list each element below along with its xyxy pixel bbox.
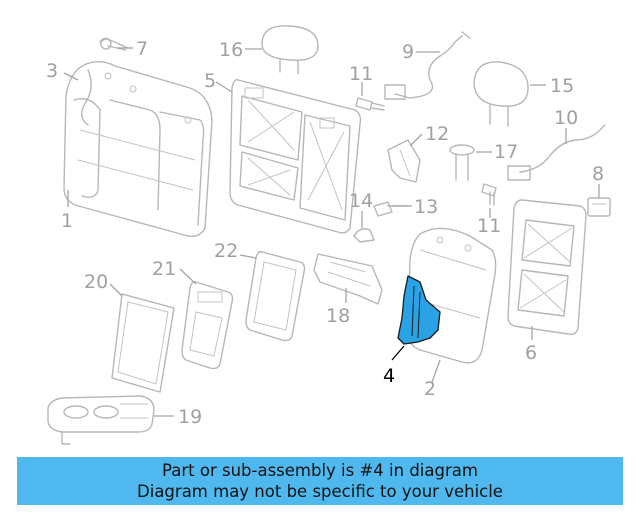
callout-8: 8 <box>592 163 604 185</box>
parts-diagram: 3 1 7 16 5 9 11 15 10 12 17 8 11 13 14 2… <box>46 25 611 445</box>
callout-4: 4 <box>383 365 395 387</box>
callout-22: 22 <box>214 240 238 262</box>
callout-1: 1 <box>61 210 73 232</box>
callout-21: 21 <box>152 258 176 280</box>
info-banner: Part or sub-assembly is #4 in diagram Di… <box>17 457 623 505</box>
callout-9: 9 <box>402 41 414 63</box>
bolt-11-lower <box>481 183 497 206</box>
callout-11-upper: 11 <box>349 63 373 85</box>
highlighted-part-4 <box>397 275 441 345</box>
callout-5: 5 <box>204 70 216 92</box>
callout-labels: 3 1 7 16 5 9 11 15 10 12 17 8 11 13 14 2… <box>46 38 604 428</box>
bracket-12 <box>387 139 421 183</box>
callout-20: 20 <box>84 271 108 293</box>
cable-10 <box>507 124 606 181</box>
callout-16: 16 <box>219 39 243 61</box>
seat-back-cushion <box>63 61 213 238</box>
clip-14 <box>353 228 375 243</box>
callout-12: 12 <box>425 123 449 145</box>
bracket-18 <box>313 253 383 305</box>
armrest-19 <box>47 395 155 445</box>
leader-lines <box>63 47 600 417</box>
callout-11-lower: 11 <box>477 215 501 237</box>
bolt-11-upper <box>355 97 385 111</box>
callout-2: 2 <box>424 378 436 400</box>
callout-14: 14 <box>349 190 373 212</box>
callout-18: 18 <box>326 305 350 327</box>
side-bolster-2 <box>407 227 497 364</box>
bolt-13 <box>373 201 409 217</box>
callout-15: 15 <box>550 75 574 97</box>
cover-20 <box>111 293 175 393</box>
callout-13: 13 <box>414 196 438 218</box>
cable-9 <box>384 31 471 100</box>
banner-line-1: Part or sub-assembly is #4 in diagram <box>162 461 478 480</box>
callout-7: 7 <box>136 38 148 60</box>
callout-19: 19 <box>178 406 202 428</box>
seat-back-frame <box>229 78 362 234</box>
callout-17: 17 <box>494 141 518 163</box>
side-frame-6 <box>507 199 587 336</box>
panel-22 <box>245 250 306 342</box>
callout-10: 10 <box>554 107 578 129</box>
headrest-15 <box>473 61 529 127</box>
grommet-17 <box>449 144 475 181</box>
banner-line-2: Diagram may not be specific to your vehi… <box>137 482 503 501</box>
headrest-16 <box>261 25 319 75</box>
panel-21 <box>181 280 234 370</box>
callout-6: 6 <box>525 342 537 364</box>
callout-3: 3 <box>46 60 58 82</box>
switch-8 <box>587 197 611 217</box>
